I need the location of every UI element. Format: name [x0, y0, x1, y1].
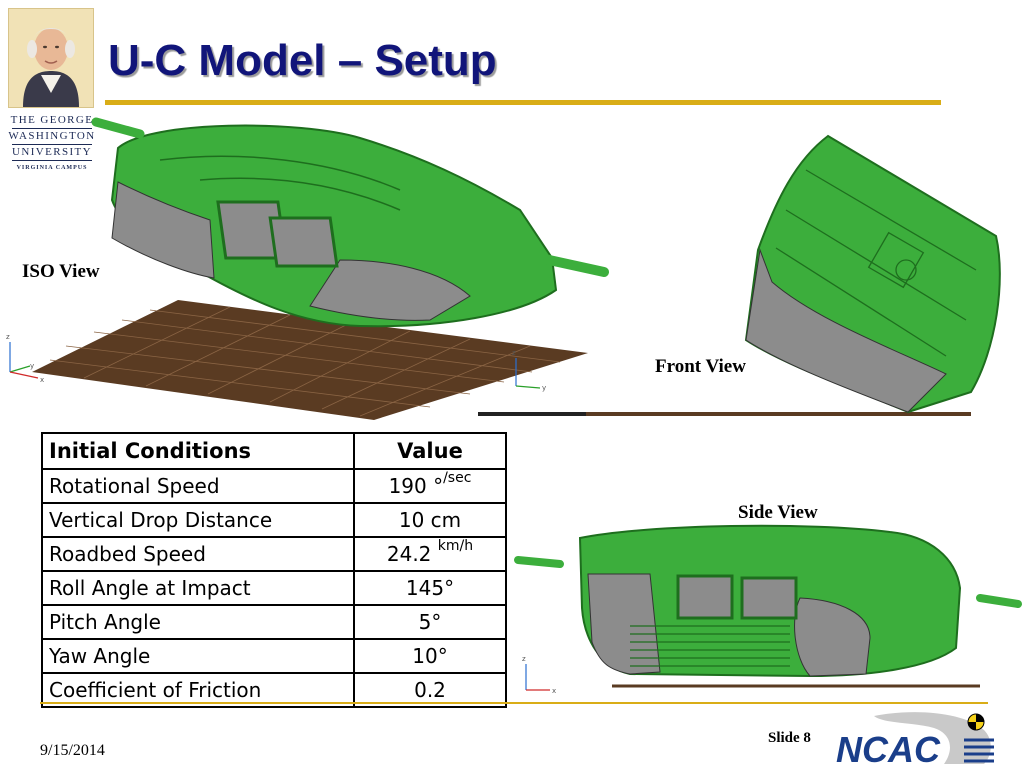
portrait-icon — [9, 9, 93, 107]
iso-axis-triad: z y x — [6, 333, 44, 384]
side-car-ribs — [630, 625, 790, 667]
iso-view-label: ISO View — [22, 261, 100, 282]
value-text: 5° — [418, 610, 442, 634]
side-car-panel — [587, 573, 661, 675]
axis-z-label: z — [6, 333, 10, 341]
row-name: Pitch Angle — [41, 604, 355, 640]
side-car-window-2 — [740, 576, 798, 620]
front-view-illustration — [478, 134, 1001, 416]
axis-z-label: z — [512, 349, 516, 357]
side-car-window — [676, 574, 734, 620]
footer-divider — [40, 702, 988, 704]
axis-x-label: x — [40, 376, 44, 384]
iso-car-window-2 — [268, 216, 339, 268]
side-axle — [514, 556, 564, 568]
side-axle-2 — [976, 594, 1022, 608]
row-value: 24.2 km/h — [353, 536, 507, 572]
value-text: 145° — [405, 576, 455, 600]
header-value: Value — [353, 432, 507, 470]
university-name: THE GEORGE WASHINGTON UNIVERSITY VIRGINI… — [8, 113, 96, 176]
value-unit: /sec — [443, 470, 472, 486]
header-initial-conditions: Initial Conditions — [41, 432, 355, 470]
initial-conditions-table: Initial Conditions Value Rotational Spee… — [41, 432, 507, 708]
slide-number: Slide 8 — [768, 730, 811, 746]
row-value: 10° — [353, 638, 507, 674]
front-car-panel — [745, 248, 947, 413]
slide-title: U-C Model – Setup — [108, 36, 497, 85]
iso-car-panel-2 — [309, 259, 471, 321]
axis-z-label: z — [522, 655, 526, 663]
row-name: Yaw Angle — [41, 638, 355, 674]
table-row: Yaw Angle 10° — [41, 638, 507, 674]
ncac-logo: NCAC — [836, 712, 994, 766]
axis-y-label: y — [542, 384, 546, 392]
university-line-2: WASHINGTON — [8, 130, 96, 142]
side-axis-triad: z x — [522, 655, 556, 695]
university-line-1: THE GEORGE — [10, 114, 94, 126]
iso-roadbed-grid — [49, 306, 561, 417]
crash-target-icon — [967, 713, 985, 731]
table-row: Roadbed Speed 24.2 km/h — [41, 536, 507, 572]
row-value: 145° — [353, 570, 507, 606]
table-row: Rotational Speed 190 °/sec — [41, 468, 507, 504]
table-row: Pitch Angle 5° — [41, 604, 507, 640]
row-name: Roll Angle at Impact — [41, 570, 355, 606]
footer-date: 9/15/2014 — [40, 742, 105, 759]
row-value: 10 cm — [353, 502, 507, 538]
ncac-logo-text: NCAC — [836, 729, 941, 766]
value-text: 0.2 — [414, 678, 446, 702]
side-view-label: Side View — [738, 502, 818, 523]
university-campus: VIRGINIA CAMPUS — [16, 165, 88, 171]
table-row: Roll Angle at Impact 145° — [41, 570, 507, 606]
axis-x-label: x — [552, 687, 556, 695]
side-view-illustration: z x — [514, 524, 1022, 695]
iso-axle — [91, 117, 145, 139]
value-text: 10° — [412, 644, 448, 668]
iso-axis-triad-2: z y — [512, 349, 546, 392]
iso-roadbed — [32, 300, 588, 420]
front-view-label: Front View — [655, 356, 746, 377]
iso-view-illustration: z y x z y — [6, 117, 609, 420]
ncac-head-silhouette — [874, 712, 991, 764]
axis-y-label: y — [30, 362, 34, 370]
iso-car-panel — [111, 181, 215, 279]
row-value: 190 °/sec — [353, 468, 507, 504]
value-text: 10 cm — [398, 508, 462, 532]
title-divider — [105, 100, 941, 105]
value-unit: km/h — [437, 538, 474, 554]
ncac-stripes — [964, 738, 994, 763]
row-name: Vertical Drop Distance — [41, 502, 355, 538]
table-row: Vertical Drop Distance 10 cm — [41, 502, 507, 538]
row-name: Rotational Speed — [41, 468, 355, 504]
row-name: Roadbed Speed — [41, 536, 355, 572]
value-text: 24.2 — [386, 542, 438, 566]
university-logo-portrait — [8, 8, 94, 108]
side-car-panel-2 — [794, 597, 871, 677]
iso-axle-2 — [535, 253, 609, 277]
table-header-row: Initial Conditions Value — [41, 432, 507, 470]
university-line-3: UNIVERSITY — [12, 146, 92, 158]
row-value: 5° — [353, 604, 507, 640]
value-text: 190 ° — [388, 474, 444, 498]
